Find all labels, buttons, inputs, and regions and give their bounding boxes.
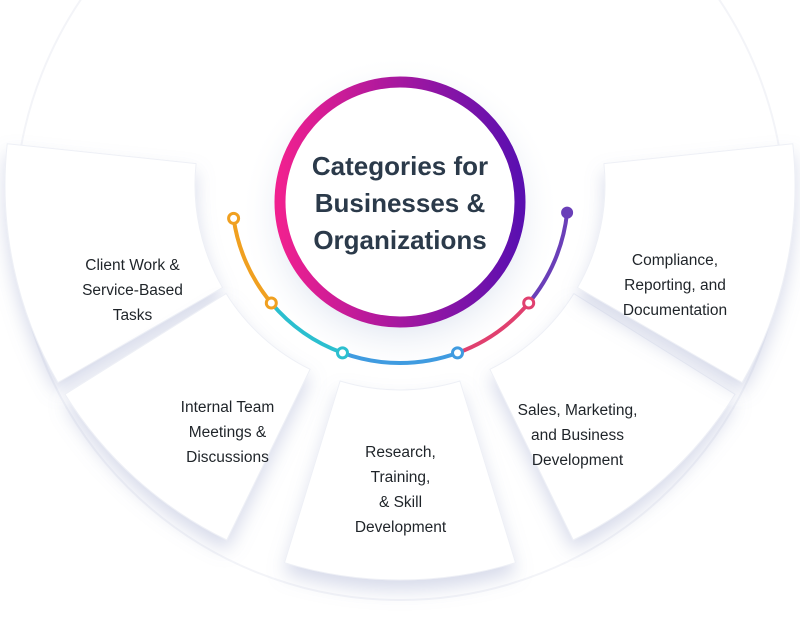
segment-label-client-work: Client Work & Service-Based Tasks [82, 257, 183, 324]
arc-segment-orange [231, 216, 274, 305]
segments-layer [4, 143, 796, 581]
progress-arc [227, 206, 574, 365]
arc-node-start [227, 211, 241, 225]
segment-client-work [4, 143, 223, 383]
arc-node-2 [336, 346, 349, 360]
center-title: Categories for Businesses & Organization… [311, 151, 489, 255]
arc-node-1 [264, 296, 278, 310]
center-circle [274, 76, 526, 328]
segment-compliance [577, 143, 796, 383]
segment-label-internal-team: Internal Team Meetings & Discussions [180, 399, 275, 466]
segment-internal-team [64, 293, 311, 541]
arc-segment-purple [526, 210, 570, 305]
arc-node-3 [451, 346, 464, 360]
segment-label-sales-marketing: Sales, Marketing, and Business Developme… [517, 402, 638, 469]
arc-segment-blue [340, 350, 460, 365]
arc-segment-teal [269, 301, 345, 355]
segment-label-research-training: Research, Training, & Skill Development [354, 444, 447, 536]
segment-label-compliance: Compliance, Reporting, and Documentation [622, 252, 728, 319]
segment-research-training [284, 380, 516, 581]
arc-segment-pink [455, 301, 531, 355]
arc-node-end [561, 206, 574, 219]
arc-node-4 [522, 296, 536, 310]
segment-sales-marketing [489, 293, 736, 541]
